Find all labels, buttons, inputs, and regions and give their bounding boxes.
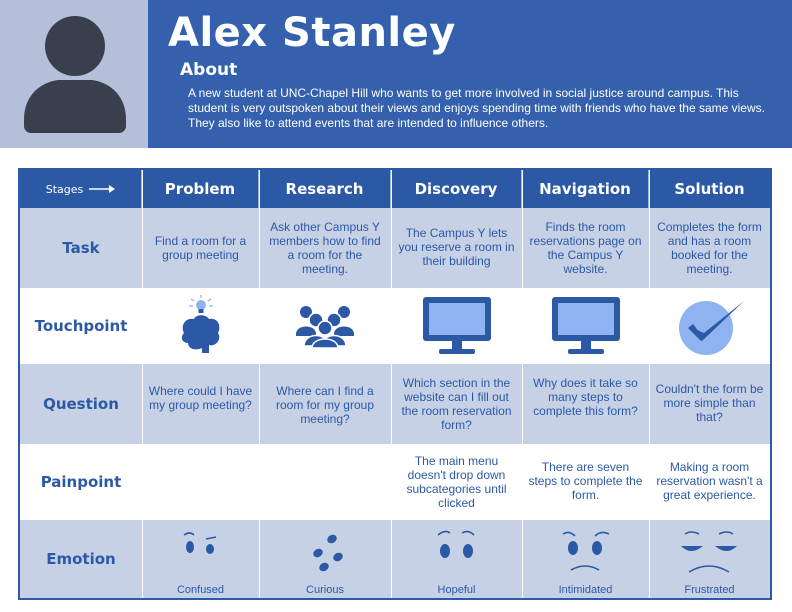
column-divider (391, 170, 392, 598)
column-divider (259, 170, 260, 598)
checkmark-icon (678, 301, 744, 355)
task-cell: The Campus Y lets you reserve a room in … (398, 226, 515, 268)
column-divider (649, 170, 650, 598)
question-cell: Which section in the website can I fill … (401, 376, 512, 432)
confused-face-icon (183, 532, 216, 554)
task-row (20, 208, 770, 288)
stages-corner: Stages (20, 170, 142, 208)
question-cell: Where could I have my group meeting? (148, 384, 253, 412)
emotion-cell: Intimidated (522, 520, 649, 598)
painpoint-cell (259, 444, 391, 520)
row-label-touchpoint: Touchpoint (34, 317, 128, 335)
emotion-cell: Confused (142, 520, 259, 598)
stage-header-solution: Solution (649, 170, 770, 208)
stage-header-problem: Problem (142, 170, 259, 208)
avatar-silhouette-icon (24, 16, 126, 133)
emotion-cell: Frustrated (649, 520, 770, 598)
journey-map-table: Stages Problem Research Discovery Naviga… (18, 168, 772, 600)
monitor-icon (551, 297, 620, 354)
question-row (20, 364, 770, 444)
task-cell: Completes the form and has a room booked… (657, 220, 762, 276)
painpoint-cell: Making a room reservation wasn't a great… (656, 460, 763, 502)
stage-header-navigation: Navigation (522, 170, 649, 208)
touchpoint-cell (259, 288, 391, 364)
painpoint-cell (142, 444, 259, 520)
emotion-label: Confused (176, 584, 225, 596)
emotion-label: Intimidated (558, 584, 613, 596)
about-text: A new student at UNC-Chapel Hill who wan… (188, 86, 765, 130)
emotion-row (20, 520, 770, 598)
stages-label: Stages (45, 182, 84, 196)
task-cell: Finds the room reservations page on the … (529, 220, 642, 276)
task-cell: Ask other Campus Y members how to find a… (269, 220, 381, 276)
stage-header-research: Research (259, 170, 391, 208)
painpoint-row (20, 444, 770, 520)
monitor-icon (422, 297, 491, 354)
emotion-label: Hopeful (437, 584, 476, 596)
touchpoint-cell (142, 288, 259, 364)
intimidated-face-icon (562, 531, 609, 571)
emotion-cell: Curious (259, 520, 391, 598)
touchpoint-cell (391, 288, 522, 364)
touchpoint-cell (522, 288, 649, 364)
touchpoint-row (20, 288, 770, 364)
painpoint-cell: The main menu doesn't drop down subcateg… (406, 454, 507, 510)
arrow-right-icon (89, 183, 116, 196)
emotion-cell: Hopeful (391, 520, 522, 598)
painpoint-cell: There are seven steps to complete the fo… (528, 460, 643, 502)
avatar-panel (0, 0, 148, 148)
touchpoint-cell (649, 288, 770, 364)
question-cell: Where can I find a room for my group mee… (275, 384, 375, 426)
question-cell: Couldn't the form be more simple than th… (655, 382, 764, 424)
row-label-painpoint: Painpoint (40, 473, 122, 491)
row-label-question: Question (43, 395, 119, 413)
task-cell: Find a room for a group meeting (154, 234, 247, 262)
about-heading: About (180, 60, 238, 80)
stage-header-discovery: Discovery (391, 170, 522, 208)
persona-name: Alex Stanley (168, 10, 456, 56)
curious-face-icon (313, 534, 343, 572)
emotion-label: Frustrated (684, 584, 735, 596)
persona-header: Alex Stanley About A new student at UNC-… (148, 0, 792, 148)
frustrated-face-icon (680, 531, 737, 573)
row-label-emotion: Emotion (46, 550, 116, 568)
column-divider (522, 170, 523, 598)
brain-lightbulb-icon (181, 295, 219, 353)
emotion-label: Curious (306, 584, 344, 596)
hopeful-face-icon (436, 530, 475, 558)
row-label-task: Task (62, 239, 100, 257)
column-divider (142, 170, 143, 598)
question-cell: Why does it take so many steps to comple… (533, 376, 638, 418)
group-people-icon (296, 306, 354, 348)
